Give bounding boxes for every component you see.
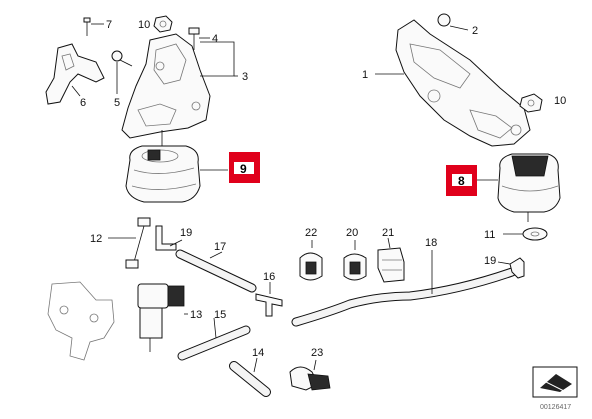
hose-18 bbox=[291, 250, 517, 327]
elbow-fitting-19-right bbox=[497, 257, 525, 279]
label-16: 16 bbox=[263, 271, 275, 283]
bolt-7 bbox=[83, 17, 104, 36]
label-19-left: 19 bbox=[180, 227, 192, 239]
label-22: 22 bbox=[305, 227, 317, 239]
label-6: 6 bbox=[80, 97, 86, 109]
bolt-5 bbox=[111, 50, 133, 94]
label-21: 21 bbox=[382, 227, 394, 239]
engine-mount-9 bbox=[125, 130, 228, 203]
bracket-3 bbox=[121, 33, 238, 139]
highlight-box-8-inner bbox=[452, 174, 472, 186]
label-17: 17 bbox=[214, 241, 226, 253]
hose-14 bbox=[229, 357, 271, 397]
label-13: 13 bbox=[190, 309, 202, 321]
label-10-top: 10 bbox=[138, 19, 150, 31]
label-5: 5 bbox=[114, 97, 120, 109]
label-11: 11 bbox=[484, 229, 495, 241]
bracket-1 bbox=[375, 19, 531, 147]
bolt-2 bbox=[437, 13, 469, 31]
bracket-6 bbox=[45, 43, 105, 105]
bracket-outline-left bbox=[47, 281, 115, 361]
label-7: 7 bbox=[106, 19, 112, 31]
label-12: 12 bbox=[90, 233, 102, 245]
washer-11 bbox=[503, 227, 548, 241]
bolt-4 bbox=[188, 27, 210, 50]
reference-corner-icon bbox=[532, 366, 578, 398]
clip-23 bbox=[289, 359, 331, 391]
label-1: 1 bbox=[362, 69, 368, 81]
label-18: 18 bbox=[425, 237, 437, 249]
t-connector-16 bbox=[255, 282, 283, 317]
highlight-box-9-inner bbox=[234, 162, 254, 174]
label-2: 2 bbox=[472, 25, 478, 37]
hose-17 bbox=[175, 249, 257, 293]
label-9: 9 bbox=[240, 162, 247, 176]
label-14: 14 bbox=[252, 347, 264, 359]
bolt-12 bbox=[108, 217, 151, 269]
engine-mount-8 bbox=[476, 153, 561, 222]
clip-21 bbox=[377, 237, 405, 283]
nut-10-top bbox=[153, 15, 173, 33]
nut-10-right bbox=[519, 93, 543, 113]
label-8: 8 bbox=[458, 174, 465, 188]
hose-15 bbox=[177, 317, 251, 361]
label-15: 15 bbox=[214, 309, 226, 321]
clip-22 bbox=[299, 240, 323, 281]
label-10-right: 10 bbox=[554, 95, 566, 107]
label-4: 4 bbox=[212, 33, 218, 45]
valve-13 bbox=[137, 283, 188, 352]
label-20: 20 bbox=[346, 227, 358, 239]
clip-20 bbox=[343, 240, 367, 281]
reference-code: 00126417 bbox=[540, 404, 571, 411]
label-23: 23 bbox=[311, 347, 323, 359]
label-19-right: 19 bbox=[484, 255, 496, 267]
label-3: 3 bbox=[242, 71, 248, 83]
elbow-fitting-19-left bbox=[155, 225, 183, 251]
